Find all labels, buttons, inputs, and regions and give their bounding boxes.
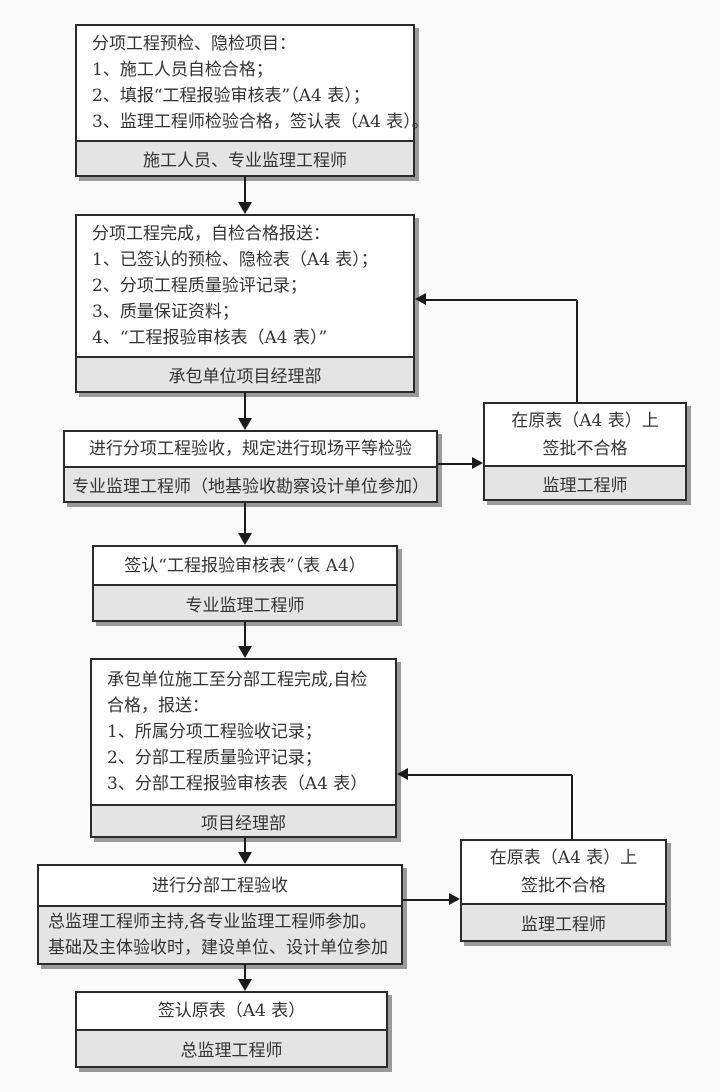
reject-box-sign-fail-2: 在原表（A4 表）上 签批不合格 监理工程师 [460,839,667,942]
body-line: 承包单位施工至分部工程完成,自检合格，报送： [107,670,368,716]
responsible-party-label: 总监理工程师 [77,1029,386,1066]
body-line: 签批不合格 [521,876,606,896]
responsible-party-label: 监理工程师 [462,903,665,940]
body-line: 签批不合格 [542,438,628,459]
connector-box6-box7 [244,965,246,980]
arrow-right-icon [449,893,460,905]
responsible-party-label: 承包单位项目经理部 [77,356,413,391]
responsible-party-label: 专业监理工程师 [94,584,396,620]
box-body: 签认原表（A4 表） [77,993,386,1029]
connector-box1-box2 [244,177,246,204]
connector-box6-reject2 [403,899,450,901]
body-line: 1、施工人员自检合格； [92,60,273,80]
connector-box4-box5 [244,622,246,646]
box-body: 在原表（A4 表）上 签批不合格 [462,841,665,903]
body-line: 3、监理工程师检验合格，签认表（A4 表）。 [92,112,429,132]
connector-box3-box4 [244,503,246,534]
body-line: 1、已签认的预检、隐检表（A4 表）； [92,250,378,270]
arrow-down-icon [238,202,252,214]
reject-box-sign-fail-1: 在原表（A4 表）上 签批不合格 监理工程师 [483,402,687,501]
body-line: 1、所属分项工程验收记录； [107,722,322,742]
body-line: 2、分项工程质量验评记录； [92,276,307,296]
arrow-down-icon [238,533,252,545]
step-box-sign-review-form: 签认“工程报验审核表”（表 A4） 专业监理工程师 [92,545,398,622]
step-box-subdivision-acceptance: 进行分部工程验收 总监理工程师主持,各专业监理工程师参加。基础及主体验收时，建设… [37,864,403,965]
step-box-precheck-items: 分项工程预检、隐检项目： 1、施工人员自检合格； 2、填报“工程报验审核表”（A… [75,24,429,177]
connector-box5-box6 [244,838,246,853]
box-body: 承包单位施工至分部工程完成,自检合格，报送： 1、所属分项工程验收记录； 2、分… [92,660,395,804]
arrow-down-icon [238,418,252,430]
arrow-down-icon [238,852,252,864]
body-line: 分项工程预检、隐检项目： [92,34,296,54]
responsible-party-label: 项目经理部 [92,804,395,836]
box-body: 分项工程完成，自检合格报送： 1、已签认的预检、隐检表（A4 表）； 2、分项工… [77,216,413,356]
connector-reject1-loop-vertical [576,300,578,402]
connector-reject2-loop-vertical [571,775,573,839]
step-box-sign-original-form: 签认原表（A4 表） 总监理工程师 [75,991,388,1068]
responsible-party-label: 施工人员、专业监理工程师 [77,140,413,175]
arrow-down-icon [238,646,252,658]
body-line: 2、填报“工程报验审核表”（A4 表）； [92,86,370,106]
box-body: 签认“工程报验审核表”（表 A4） [94,547,396,584]
box-body: 进行分项工程验收，规定进行现场平等检验 [65,432,436,466]
body-line: 分项工程完成，自检合格报送： [92,224,330,244]
body-line: 3、分部工程报验审核表（A4 表） [107,774,368,794]
body-line: 在原表（A4 表）上 [489,848,638,868]
body-line: 4、“工程报验审核表（A4 表）” [92,328,328,348]
connector-box3-reject1 [438,463,473,465]
arrow-right-icon [472,457,483,469]
body-line: 在原表（A4 表）上 [511,410,659,431]
responsible-party-label: 总监理工程师主持,各专业监理工程师参加。基础及主体验收时，建设单位、设计单位参加 [39,905,401,963]
box-body: 进行分部工程验收 [39,866,401,905]
step-box-subdivision-completed: 承包单位施工至分部工程完成,自检合格，报送： 1、所属分项工程验收记录； 2、分… [90,658,397,838]
arrow-left-icon [415,293,426,305]
responsible-party-label: 监理工程师 [485,465,685,499]
connector-reject1-loop-horizontal [426,299,577,301]
arrow-left-icon [397,768,408,780]
box-body: 在原表（A4 表）上 签批不合格 [485,404,685,465]
responsible-party-label: 专业监理工程师（地基验收勘察设计单位参加） [65,466,436,501]
body-line: 2、分部工程质量验评记录； [107,748,322,768]
step-box-subitem-completed: 分项工程完成，自检合格报送： 1、已签认的预检、隐检表（A4 表）； 2、分项工… [75,214,415,393]
connector-box2-box3 [244,393,246,420]
step-box-subitem-acceptance: 进行分项工程验收，规定进行现场平等检验 专业监理工程师（地基验收勘察设计单位参加… [63,430,438,503]
body-line: 3、质量保证资料； [92,302,239,322]
arrow-down-icon [238,979,252,991]
box-body: 分项工程预检、隐检项目： 1、施工人员自检合格； 2、填报“工程报验审核表”（A… [77,26,429,140]
connector-reject2-loop-horizontal [408,774,572,776]
